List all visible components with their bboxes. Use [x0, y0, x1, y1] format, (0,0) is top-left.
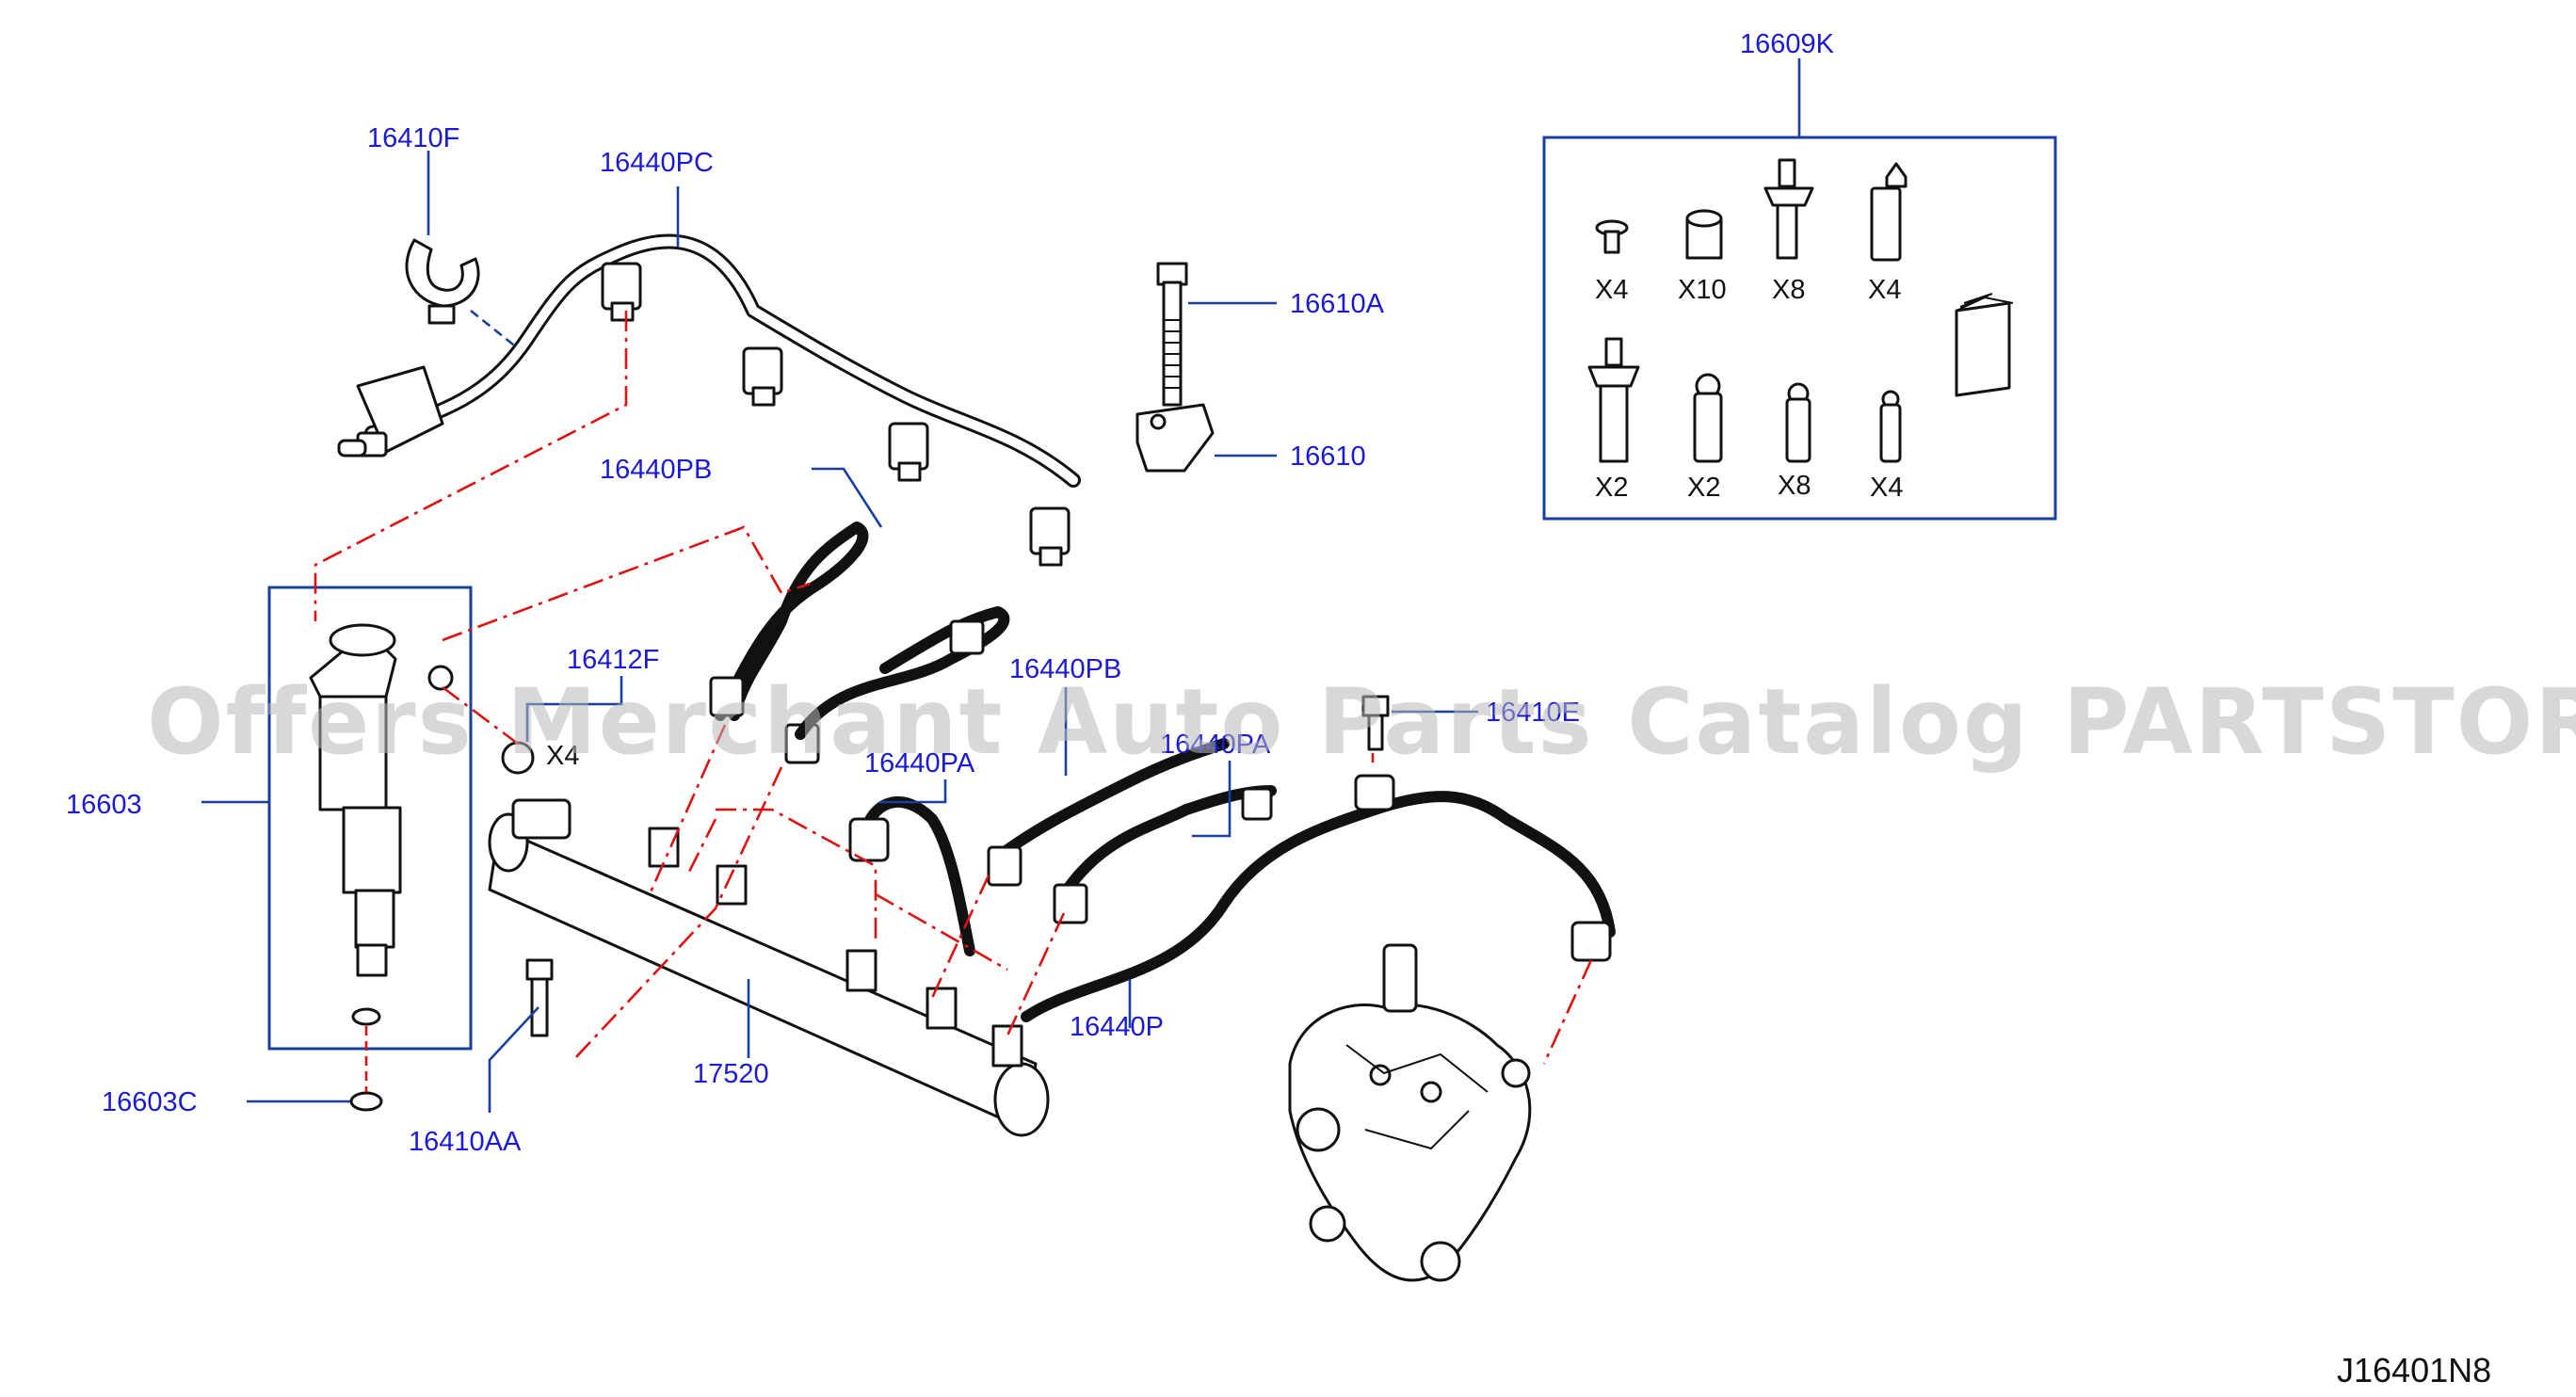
kit-qty-2: X10: [1678, 275, 1727, 305]
tube-16440pa-right-group: 16440PA: [987, 730, 1277, 924]
clamp-16610[interactable]: [1135, 403, 1215, 473]
tube-16440pb-mid-group: 16440PB: [795, 606, 1121, 776]
kit-grommet-large-icon: [1693, 373, 1723, 463]
injector-16603-group: 16603: [66, 586, 473, 1051]
assembly-line-2: [442, 525, 811, 642]
assembly-line-12: [1542, 959, 1593, 1065]
fuel-rail-17520[interactable]: [488, 798, 1050, 1137]
kit-qty-1: X4: [1595, 275, 1628, 305]
callout-16603[interactable]: 16603: [66, 790, 142, 820]
kit-clip-nut-icon: [1685, 209, 1723, 260]
callout-16440pa-left[interactable]: 16440PA: [864, 748, 975, 779]
injector-box: [267, 586, 473, 1051]
leader-16440pa-right: [1192, 761, 1232, 838]
assembly-line-9: [930, 875, 990, 999]
oring-16412f-group: X4 16412F: [501, 645, 659, 775]
kit-cone-pin-icon: [1870, 162, 1908, 262]
assembly-line-10: [1006, 912, 1066, 1036]
kit-qty-5: X2: [1595, 473, 1628, 503]
callout-16410e[interactable]: 16410E: [1486, 698, 1580, 728]
callout-16440pb-top[interactable]: 16440PB: [600, 455, 712, 485]
tube-16440pa-right[interactable]: [992, 738, 1230, 862]
leader-16440pb-top: [812, 467, 883, 528]
kit-qty-7: X8: [1778, 471, 1811, 501]
washer-16603c[interactable]: [349, 1091, 383, 1112]
assembly-line-4: [648, 724, 727, 895]
assembly-line-5: [573, 766, 783, 1060]
harness-plug-2: [742, 346, 783, 407]
clip-16410f-group: 16410F: [367, 123, 519, 350]
bolt-16410e-group: 16410E: [1361, 695, 1580, 751]
tube-16440pa-left-group: 16440PA: [848, 748, 975, 956]
tube-16440pb-mid[interactable]: [795, 606, 1010, 740]
kit-qty-4: X4: [1868, 275, 1901, 305]
kit-grommet-small-icon: [1879, 390, 1902, 463]
kit-grommet-medium-icon: [1785, 382, 1811, 463]
harness-connector: [337, 365, 444, 458]
callout-16440pb-mid[interactable]: 16440PB: [1009, 654, 1121, 684]
qty-16412f: X4: [546, 741, 579, 771]
kit-small-screw-icon: [1595, 219, 1629, 254]
callout-16610[interactable]: 16610: [1290, 442, 1366, 472]
kit-push-rivet-icon: [1763, 158, 1814, 260]
tube-16440p[interactable]: [1021, 791, 1616, 1022]
kit-push-rivet-large-icon: [1587, 337, 1640, 463]
assembly-line-3: [442, 685, 519, 746]
leader-16440pa-left: [879, 779, 947, 804]
assembly-line-8: [875, 892, 1008, 971]
bolt-16410aa[interactable]: [525, 958, 554, 1037]
callout-16440pc[interactable]: 16440PC: [600, 148, 714, 178]
tube-16440pa-left[interactable]: [861, 796, 975, 956]
harness-16440pc-group: 16440PC: [337, 148, 1081, 567]
callout-16410f[interactable]: 16410F: [367, 123, 459, 153]
diagram-reference-code: J16401N8: [2337, 1351, 2491, 1389]
tube-16440pb-top[interactable]: [715, 522, 869, 721]
callout-16440p[interactable]: 16440P: [1070, 1012, 1164, 1042]
bolt-16410aa-group: 16410AA: [409, 958, 554, 1157]
fuel-rail-17520-group: 17520: [488, 798, 1050, 1137]
assembly-line-7: [685, 818, 717, 876]
callout-16603c[interactable]: 16603C: [102, 1087, 198, 1117]
bolt-16410e[interactable]: [1361, 695, 1390, 751]
harness-plug-1: [601, 262, 642, 322]
callout-16610a[interactable]: 16610A: [1290, 289, 1385, 319]
kit-16609k-group: 16609K X4 X10 X8 X4: [1542, 29, 2057, 521]
callout-16412f[interactable]: 16412F: [567, 645, 659, 675]
callout-16440pa-right[interactable]: 16440PA: [1160, 730, 1271, 760]
washer-16603c-upper: [351, 1007, 381, 1026]
harness-plug-3: [888, 422, 929, 482]
watermark: Offers Merchant Auto Parts Catalog PARTS…: [147, 669, 2576, 775]
kit-qty-8: X4: [1870, 473, 1903, 503]
high-pressure-pump[interactable]: [1288, 943, 1532, 1282]
callout-17520[interactable]: 17520: [693, 1059, 769, 1089]
clip-16410f[interactable]: [405, 238, 480, 308]
clamp-16610-group: 16610: [1135, 403, 1366, 473]
harness-plug-4: [1029, 506, 1071, 567]
kit-qty-3: X8: [1772, 275, 1805, 305]
assembly-lines: [314, 311, 1593, 1065]
washer-16603c-group: 16603C: [102, 1007, 383, 1117]
bolt-16610a[interactable]: [1156, 262, 1188, 407]
tube-16440p-group: 16440P: [1021, 774, 1616, 1042]
leader-16410aa: [488, 1006, 539, 1113]
kit-instruction-booklet-icon: [1955, 293, 2014, 397]
assembly-line-1: [314, 311, 628, 621]
tube-16440pb-top-group: 16440PB: [600, 455, 883, 764]
clip-direction-arrow: [470, 309, 519, 350]
kit-qty-6: X2: [1687, 473, 1720, 503]
leader-16412f: [525, 676, 623, 742]
callout-16410aa[interactable]: 16410AA: [409, 1127, 522, 1157]
callout-16609k[interactable]: 16609K: [1740, 29, 1835, 59]
bolt-16610a-group: 16610A: [1156, 262, 1385, 407]
injector-16603[interactable]: [309, 623, 454, 977]
assembly-line-6: [716, 808, 877, 941]
